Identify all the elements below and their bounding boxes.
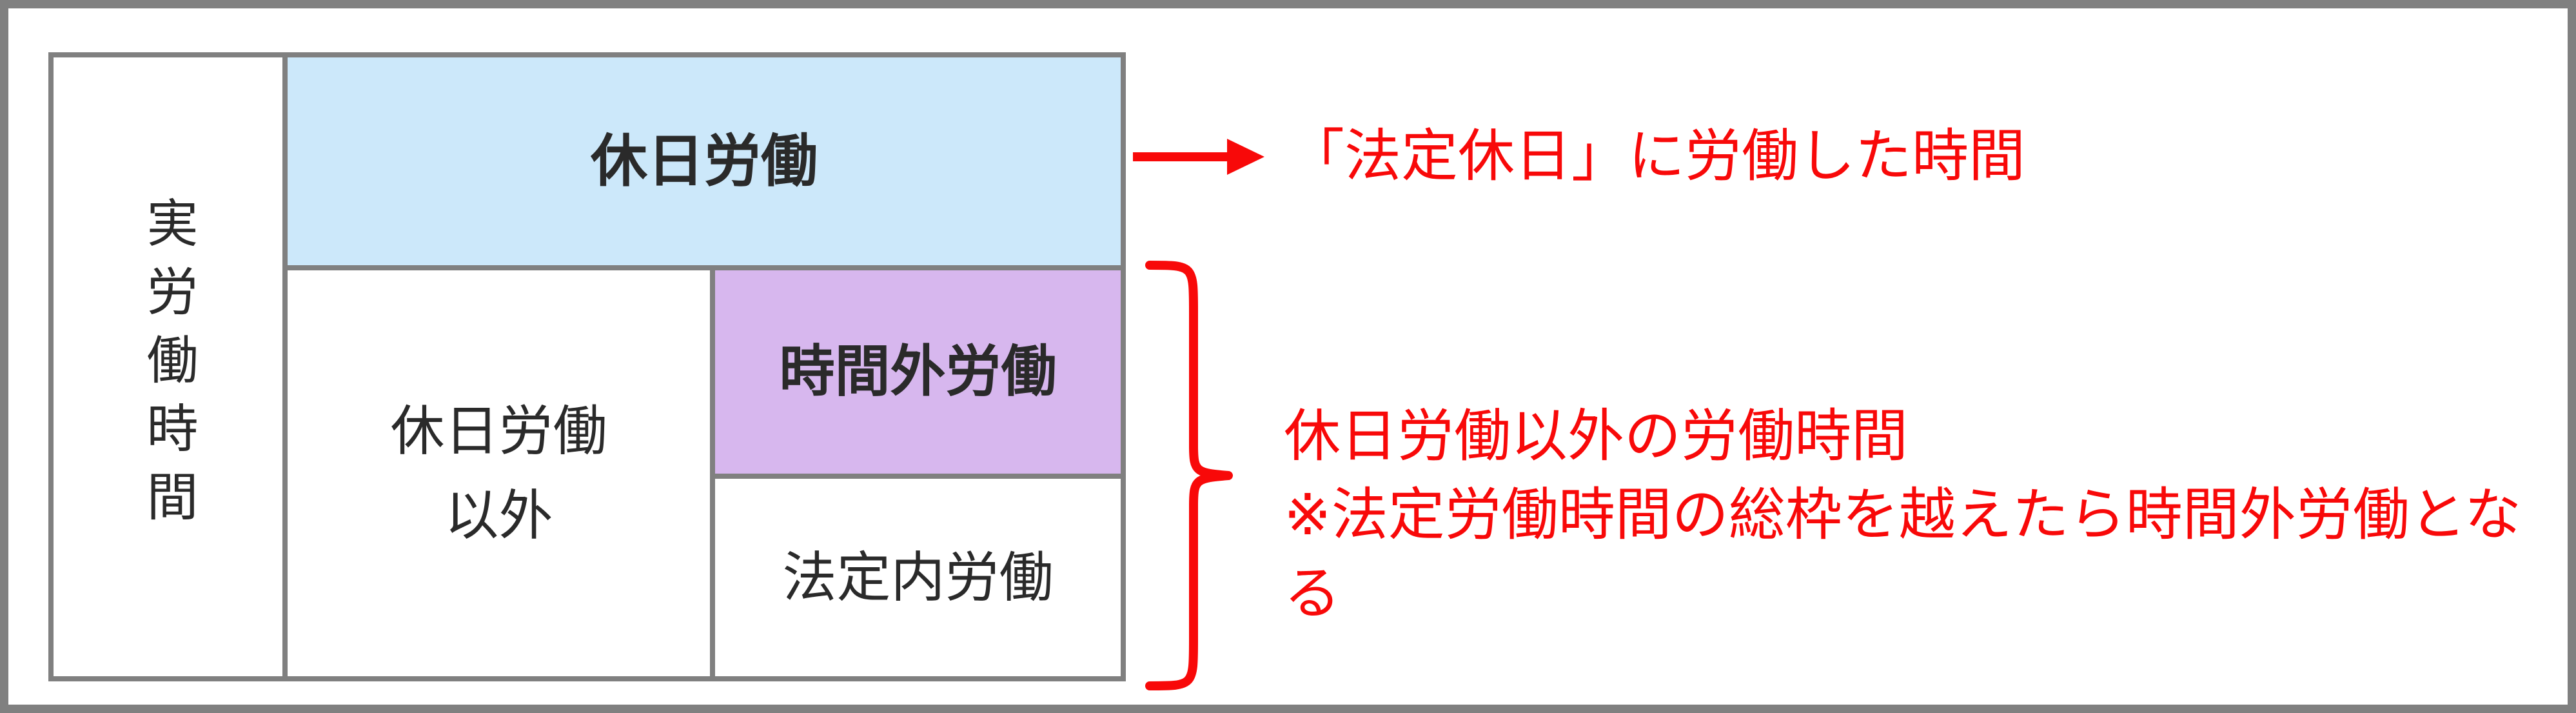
curly-brace-icon	[1145, 261, 1233, 690]
statutory-work-label: 法定内労働	[782, 547, 1054, 608]
brace-annotation: 休日労働以外の労働時間 ※法定労働時間の総枠を越えたら時間外労働となる	[1284, 404, 2522, 625]
cell-overtime-work: 時間外労働	[715, 270, 1121, 474]
holiday-work-label: 休日労働	[590, 129, 818, 194]
overtime-work-label: 時間外労働	[779, 340, 1057, 403]
cell-statutory-work: 法定内労働	[715, 479, 1121, 676]
actual-work-hours-label: 実労働時間	[139, 196, 197, 538]
cell-actual-work-hours: 実労働時間	[54, 57, 282, 676]
arrow-annotation: 「法定休日」に労働した時間	[1288, 124, 2026, 188]
cell-holiday-work: 休日労働	[288, 57, 1121, 265]
cell-non-holiday-work: 休日労働 以外	[288, 270, 710, 676]
non-holiday-work-label: 休日労働 以外	[390, 401, 607, 546]
arrow-shaft	[1133, 152, 1230, 161]
arrow-right-icon	[1227, 139, 1264, 175]
work-hours-table: 実労働時間 休日労働 休日労働 以外 時間外労働 法定内労働	[48, 52, 1126, 681]
